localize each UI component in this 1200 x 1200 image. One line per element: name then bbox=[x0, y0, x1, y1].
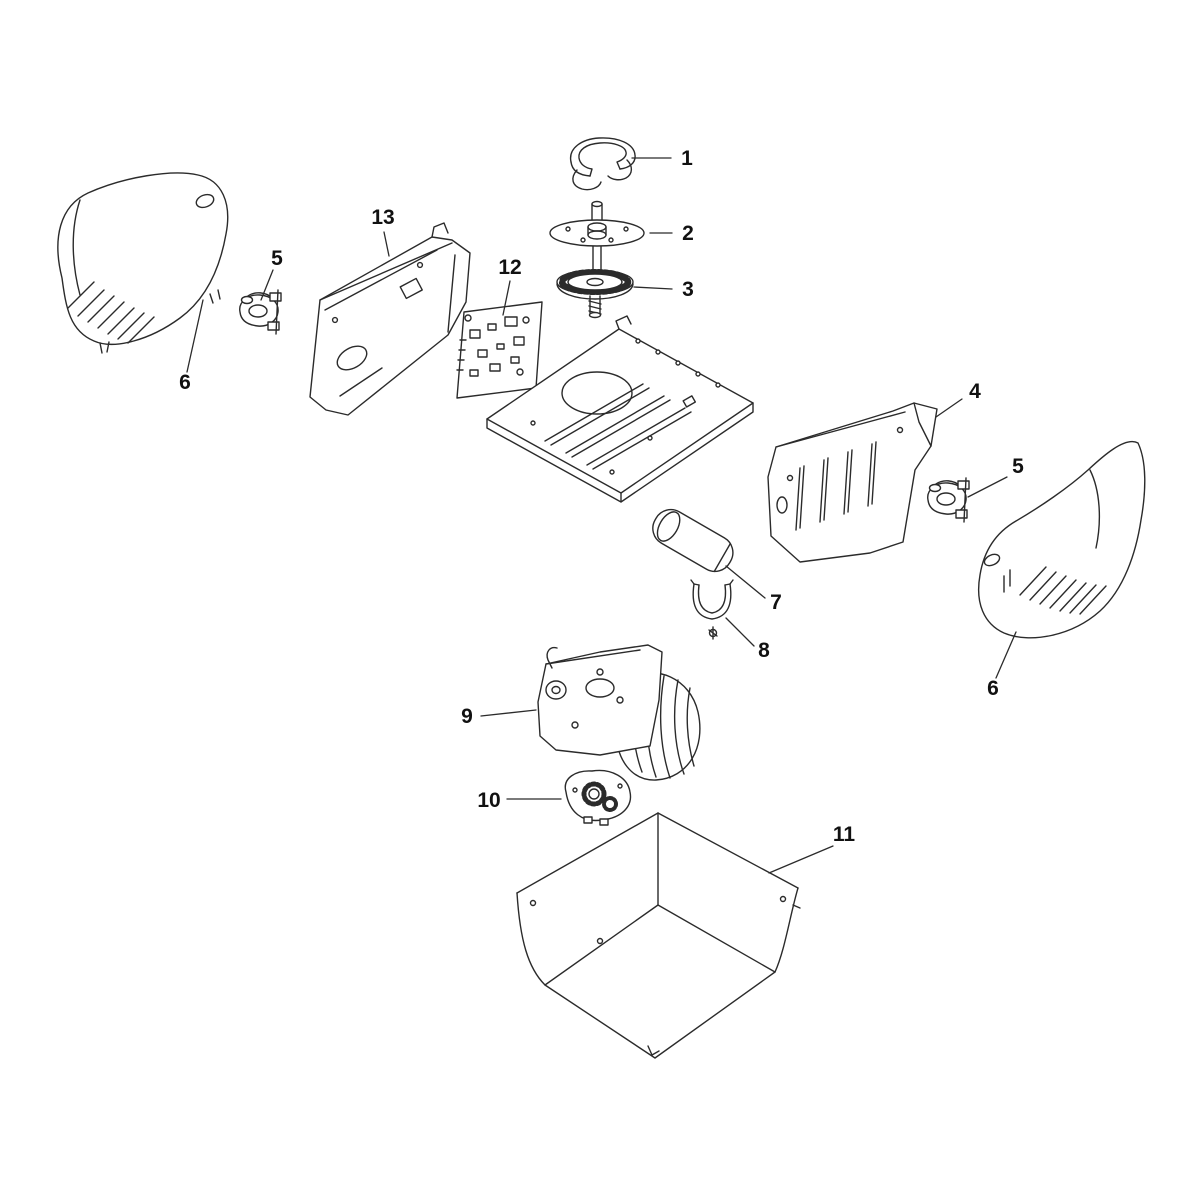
leader-lines bbox=[186, 157, 1017, 874]
callout-label-3: 3 bbox=[682, 278, 694, 301]
part-7-capacitor-drawing bbox=[652, 508, 734, 573]
callout-label-7: 7 bbox=[770, 591, 782, 614]
callout-label-9: 9 bbox=[461, 705, 473, 728]
callout-label-6a: 6 bbox=[179, 371, 191, 394]
part-9-motor-assembly-drawing bbox=[537, 644, 701, 781]
part-10-limit-assembly-drawing bbox=[564, 769, 632, 826]
callout-label-13: 13 bbox=[371, 206, 394, 229]
callout-label-11: 11 bbox=[833, 823, 856, 846]
part-12-circuit-board-drawing bbox=[456, 301, 543, 399]
callout-label-10: 10 bbox=[477, 789, 500, 812]
callout-label-4: 4 bbox=[969, 380, 981, 403]
callout-label-1: 1 bbox=[681, 147, 693, 170]
callout-labels: 1 2 3 4 5 5 6 6 7 8 9 10 11 12 13 bbox=[179, 147, 1024, 846]
part-6-left-end-cover-drawing bbox=[57, 172, 229, 354]
part-11-bottom-pan-drawing bbox=[516, 812, 801, 1059]
part-3-drive-gear-drawing bbox=[556, 268, 634, 319]
callout-label-2: 2 bbox=[682, 222, 694, 245]
part-8-capacitor-strap-drawing bbox=[690, 579, 734, 640]
part-5-clamp-left-drawing bbox=[239, 289, 282, 335]
part-13-left-frame-drawing bbox=[309, 222, 471, 416]
part-4-right-frame-drawing bbox=[767, 402, 938, 563]
part-6-right-end-cover-drawing bbox=[978, 440, 1146, 639]
part-2-drive-sprocket-drawing bbox=[549, 200, 645, 271]
callout-label-5b: 5 bbox=[1012, 455, 1024, 478]
callout-label-5a: 5 bbox=[271, 247, 283, 270]
callout-label-12: 12 bbox=[498, 256, 521, 279]
part-5-clamp-right-drawing bbox=[927, 477, 970, 523]
chassis-plate-drawing bbox=[486, 315, 754, 503]
part-1-lamp-socket-retainer-drawing bbox=[569, 137, 636, 191]
callout-label-8: 8 bbox=[758, 639, 770, 662]
callout-label-6b: 6 bbox=[987, 677, 999, 700]
